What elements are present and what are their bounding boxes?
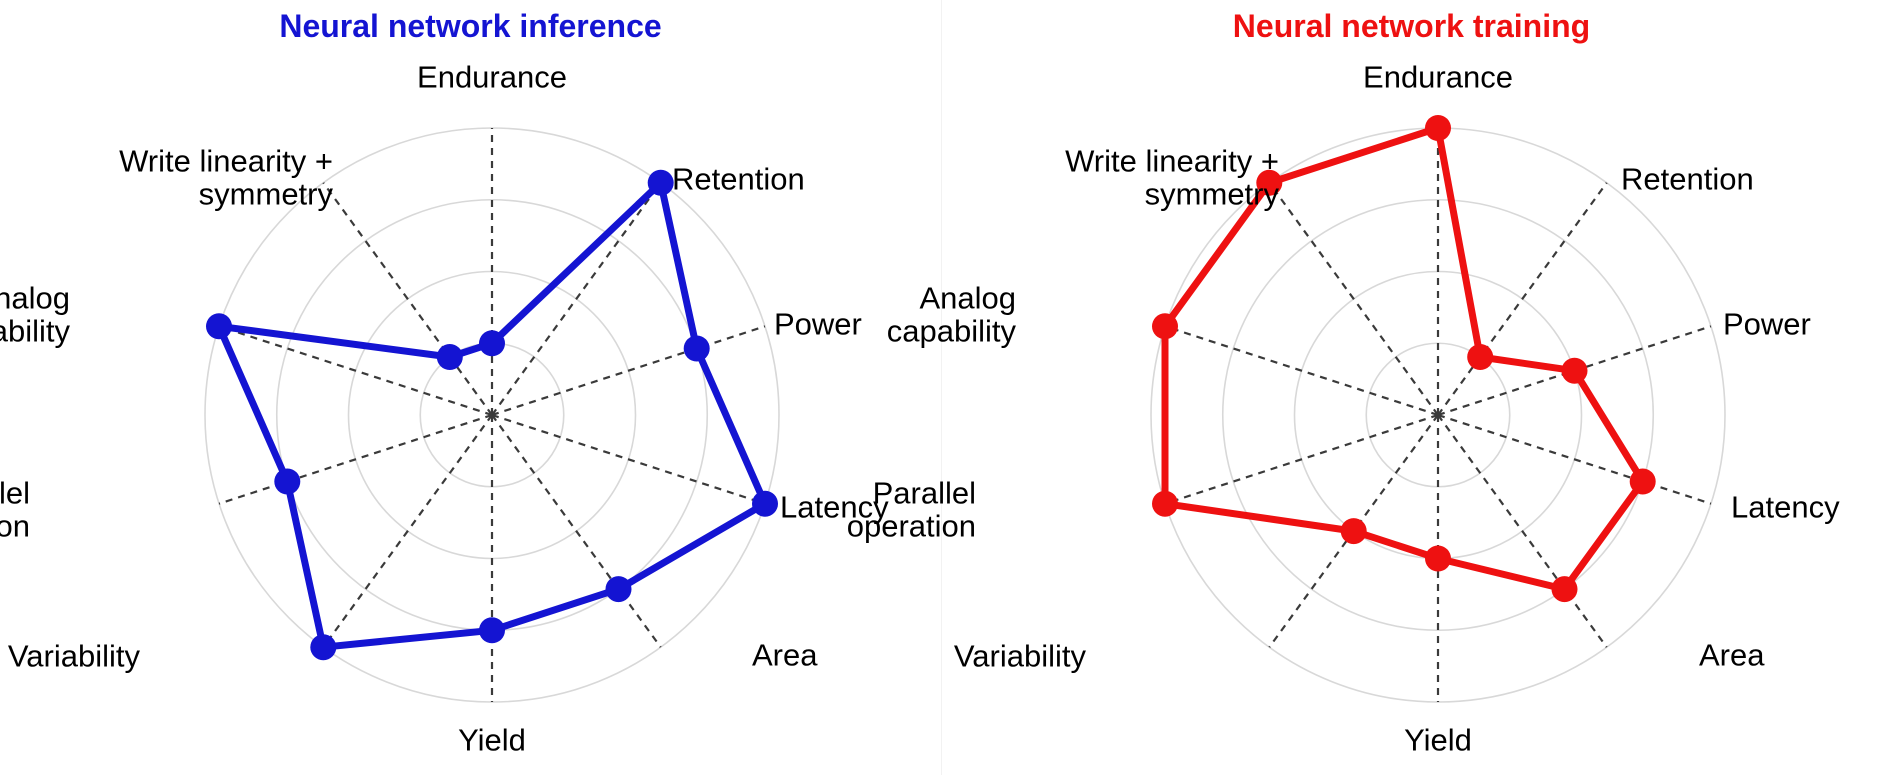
data-point: [1561, 357, 1588, 384]
data-point: [436, 344, 463, 370]
data-point: [479, 617, 505, 644]
data-point: [1256, 169, 1283, 196]
data-point: [1425, 115, 1451, 141]
data-point: [1425, 545, 1451, 572]
data-point: [274, 468, 301, 495]
data-point: [206, 313, 232, 340]
data-point: [1152, 313, 1178, 340]
data-point: [605, 576, 632, 603]
data-point: [1467, 344, 1494, 370]
data-point: [1340, 518, 1367, 545]
data-point: [479, 330, 505, 357]
panel-divider: [941, 0, 942, 775]
data-point: [752, 490, 778, 517]
data-point: [683, 335, 710, 362]
data-point: [1629, 468, 1656, 495]
chart-panel-training: Neural network training Endurance Retent…: [847, 0, 1882, 775]
data-point: [1551, 576, 1578, 603]
radar-chart-training: [1150, 115, 1726, 703]
radar-chart-inference: [204, 127, 780, 703]
data-point: [1152, 490, 1178, 517]
chart-title-inference: Neural network inference: [279, 8, 662, 44]
data-point: [647, 169, 674, 196]
chart-title-training: Neural network training: [1232, 8, 1591, 44]
data-point: [310, 634, 337, 661]
chart-panel-inference: Neural network inference Endurance Reten…: [0, 8, 889, 756]
